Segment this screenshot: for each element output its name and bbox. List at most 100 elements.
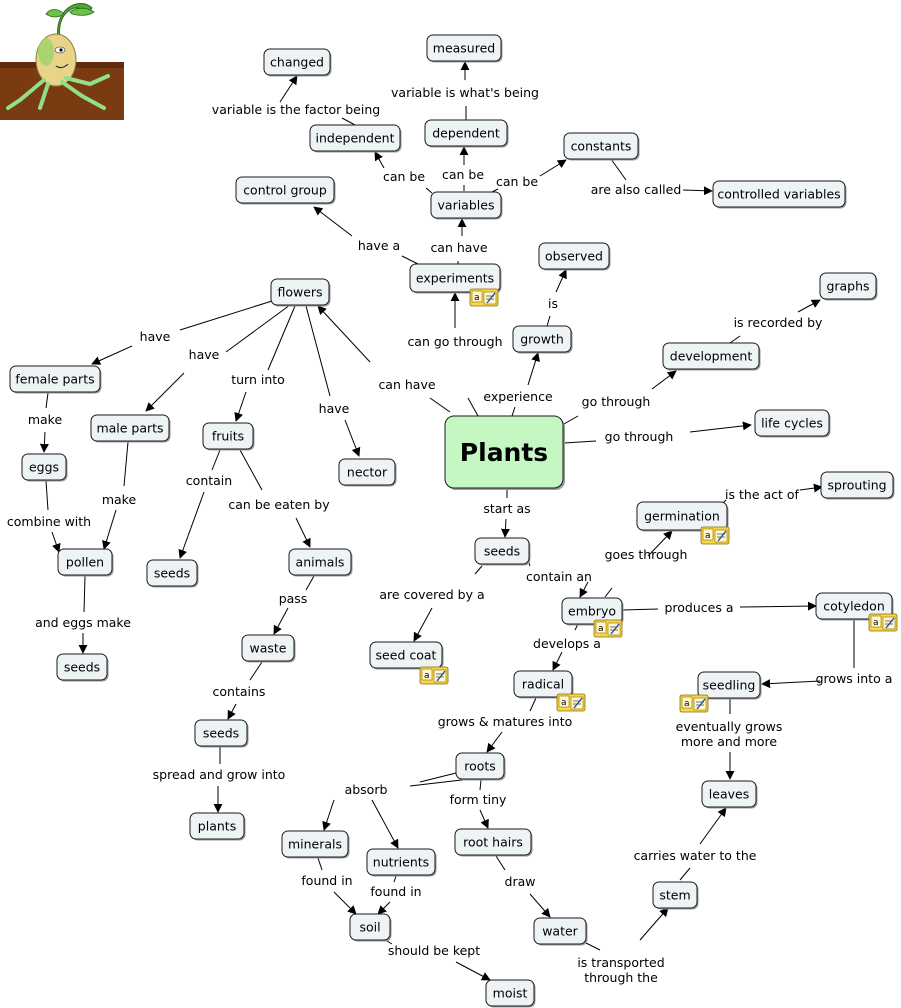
node-box [563,132,639,160]
node-water[interactable]: water [533,917,588,946]
node-label: water [542,924,578,939]
link-label: form tiny [450,792,507,807]
node-box [369,641,443,669]
node-stem[interactable]: stem [652,881,699,910]
node-box [309,124,401,152]
node-nector[interactable]: nector [338,458,397,487]
link-label: found in [370,884,421,899]
node-development[interactable]: development [662,342,761,371]
node-box [146,559,198,587]
node-seeds-fruit[interactable]: seeds [146,559,199,588]
edge-line [651,370,677,390]
node-box [697,671,761,699]
edge-line [761,679,821,689]
node-box [513,670,573,698]
node-label: eggs [29,460,59,475]
note-resource-icon[interactable]: a [593,619,623,638]
node-female-parts[interactable]: female parts [9,365,102,394]
link-label: draw [505,874,536,889]
edge-line [604,587,613,598]
node-variables[interactable]: variables [430,191,503,220]
svg-text:a: a [684,699,690,709]
node-growth[interactable]: growth [512,325,573,354]
edge-line [51,531,61,553]
node-independent[interactable]: independent [309,124,402,153]
node-plants-small[interactable]: plants [189,812,246,841]
node-box [194,719,248,747]
node-label: animals [296,555,345,570]
edge-line [377,901,391,915]
node-constants[interactable]: constants [563,132,640,161]
node-seeds-pollen[interactable]: seeds [56,653,109,682]
note-resource-icon[interactable]: a [700,526,730,545]
note-resource-icon[interactable]: a [556,693,586,712]
link-label: is [548,296,558,311]
edge-line [621,608,659,611]
node-control-group[interactable]: control group [235,176,336,205]
node-label: dependent [432,126,500,141]
edge-line [797,299,821,313]
node-fruits[interactable]: fruits [202,422,255,451]
note-resource-icon[interactable]: a [679,694,709,713]
node-male-parts[interactable]: male parts [90,414,171,443]
svg-text:a: a [873,618,879,628]
node-moist[interactable]: moist [485,979,536,1008]
node-soil[interactable]: soil [349,913,392,942]
node-seeds-main[interactable]: seeds [474,537,531,566]
edge-line [409,778,471,787]
link-label: eventually grows [676,719,783,734]
node-roots[interactable]: roots [455,752,506,781]
node-measured[interactable]: measured [426,34,503,63]
node-waste[interactable]: waste [241,634,296,663]
edge-line [529,893,551,918]
node-seeds-waste[interactable]: seeds [194,719,249,748]
node-box [366,848,436,876]
node-sprouting[interactable]: sprouting [820,471,895,500]
edge-line [211,449,221,471]
node-cotyledon[interactable]: cotyledon a [815,592,898,632]
node-box [281,830,349,858]
node-flowers[interactable]: flowers [270,278,331,307]
note-resource-icon[interactable]: a [419,666,449,685]
node-controlled-variables[interactable]: controlled variables [712,180,847,209]
node-minerals[interactable]: minerals [281,830,350,859]
link-label: contains [213,684,266,699]
node-observed[interactable]: observed [538,242,611,271]
node-life-cycles[interactable]: life cycles [754,409,831,438]
node-label: radical [522,677,564,692]
node-changed[interactable]: changed [263,48,332,77]
node-dependent[interactable]: dependent [424,119,509,148]
node-pollen[interactable]: pollen [57,548,114,577]
node-plants[interactable]: Plants [444,415,565,490]
edge-line [479,809,489,829]
node-leaves[interactable]: leaves [701,780,758,809]
note-resource-icon[interactable]: a [469,288,499,307]
node-eggs[interactable]: eggs [21,453,68,482]
note-resource-icon[interactable]: a [868,613,898,632]
node-animals[interactable]: animals [288,548,353,577]
link-label: are also called [591,182,682,197]
node-nutrients[interactable]: nutrients [366,848,437,877]
node-label: seeds [203,726,239,741]
node-label: flowers [277,285,322,300]
link-label: can go through [407,334,502,349]
node-box [485,979,535,1007]
edge-line [178,491,205,559]
node-box [235,176,335,204]
node-graphs[interactable]: graphs [819,272,878,301]
node-box [701,780,757,808]
edge-line [374,151,385,169]
node-label: cotyledon [823,599,885,614]
edge-line [344,419,361,457]
edge-line [313,206,353,237]
node-root-hairs[interactable]: root hairs [454,828,533,857]
node-label: nutrients [373,855,429,870]
node-label: minerals [288,837,342,852]
